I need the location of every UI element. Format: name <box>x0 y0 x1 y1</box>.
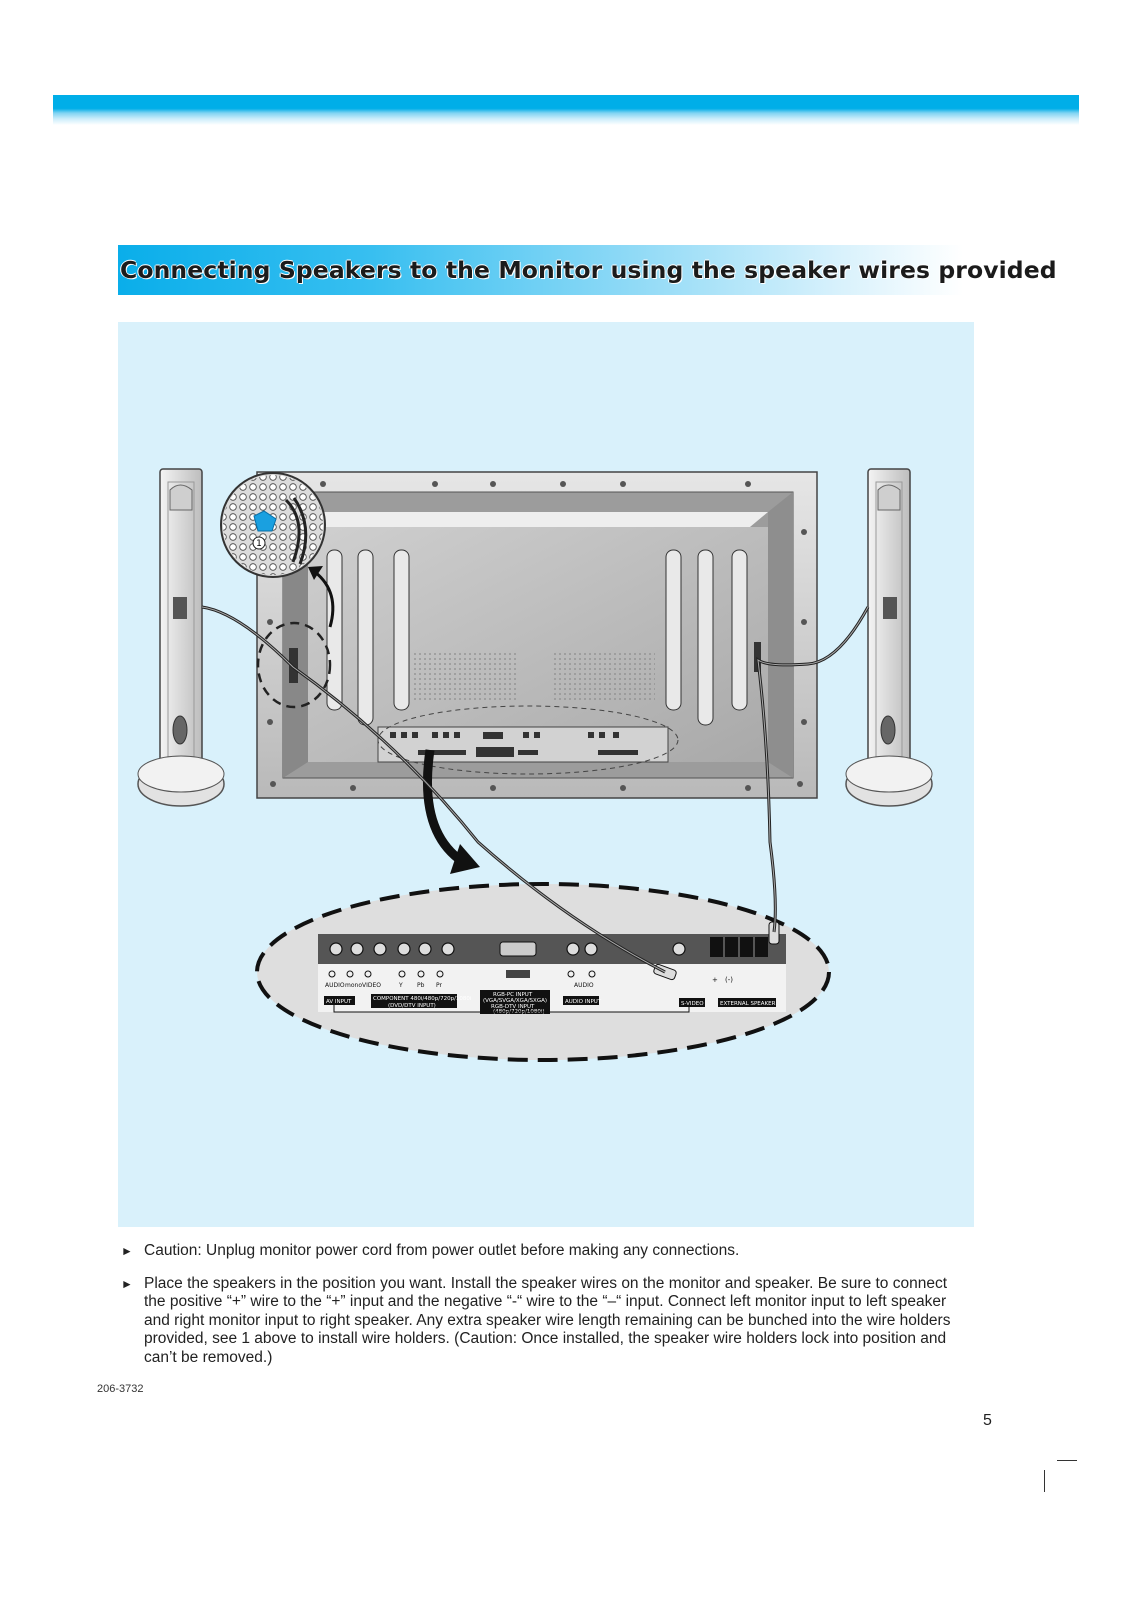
label-av-input: AV INPUT <box>326 999 352 1005</box>
svg-text:Y: Y <box>398 982 403 989</box>
label-rgb-modes: (VGA/SVGA/XGA/SXGA) <box>483 998 547 1004</box>
label-plus: + <box>712 976 718 984</box>
terminal-panel-zoom: AUDIO mono VIDEO Y Pb Pr AUDIO AV INPUT … <box>255 882 831 1062</box>
label-component: COMPONENT 480i/480p/720p/1080i <box>373 996 472 1002</box>
label-mono: mono <box>345 982 362 989</box>
bullet-arrow-icon: ► <box>121 1244 133 1258</box>
caution-text: Caution: Unplug monitor power cord from … <box>144 1242 740 1259</box>
svg-text:Pr: Pr <box>436 982 443 989</box>
list-item: ► Place the speakers in the position you… <box>121 1275 966 1368</box>
svg-text:Pb: Pb <box>417 982 425 989</box>
label-pb: Pb <box>417 982 425 989</box>
label-dvd-dtv: (DVD/DTV INPUT) <box>388 1003 436 1009</box>
label-audio-small: AUDIO <box>574 982 594 989</box>
section-title-bar: Connecting Speakers to the Monitor using… <box>118 245 1057 295</box>
label-pr: Pr <box>436 982 443 989</box>
header-band <box>53 95 1079 125</box>
instruction-text: Place the speakers in the position you w… <box>144 1274 951 1366</box>
bullet-arrow-icon: ► <box>121 1276 133 1291</box>
label-audio-input: AUDIO INPUT <box>565 999 602 1005</box>
instruction-list: ► Caution: Unplug monitor power cord fro… <box>121 1242 966 1382</box>
page-number: 5 <box>983 1412 992 1429</box>
document-code: 206-3732 <box>97 1383 144 1395</box>
label-minus: (-) <box>725 976 733 984</box>
callout-number: 1 <box>256 539 262 549</box>
svg-text:AUDIO: AUDIO <box>574 982 594 989</box>
label-s-video: S-VIDEO <box>681 1001 704 1007</box>
connection-diagram: 1 <box>118 322 974 1227</box>
label-external-speaker: EXTERNAL SPEAKER <box>720 1001 776 1007</box>
wire-holder-callout: 1 <box>220 472 326 578</box>
label-video: VIDEO <box>362 982 381 989</box>
label-rgb-pc: RGB-PC INPUT <box>493 992 533 998</box>
left-speaker <box>137 468 225 807</box>
label-audio: AUDIO <box>325 982 345 989</box>
crop-mark <box>1057 1460 1077 1461</box>
svg-text:mono: mono <box>345 982 362 989</box>
svg-text:AUDIO: AUDIO <box>325 982 345 989</box>
crop-mark <box>1044 1470 1045 1492</box>
page-title: Connecting Speakers to the Monitor using… <box>120 256 1057 284</box>
svg-text:VIDEO: VIDEO <box>362 982 381 989</box>
right-speaker <box>845 468 933 807</box>
diagram-illustration: 1 <box>137 468 933 1062</box>
monitor-back <box>256 471 818 799</box>
label-rgb-dtv: RGB-DTV INPUT <box>491 1004 535 1010</box>
label-y: Y <box>398 982 403 989</box>
list-item: ► Caution: Unplug monitor power cord fro… <box>121 1242 966 1261</box>
